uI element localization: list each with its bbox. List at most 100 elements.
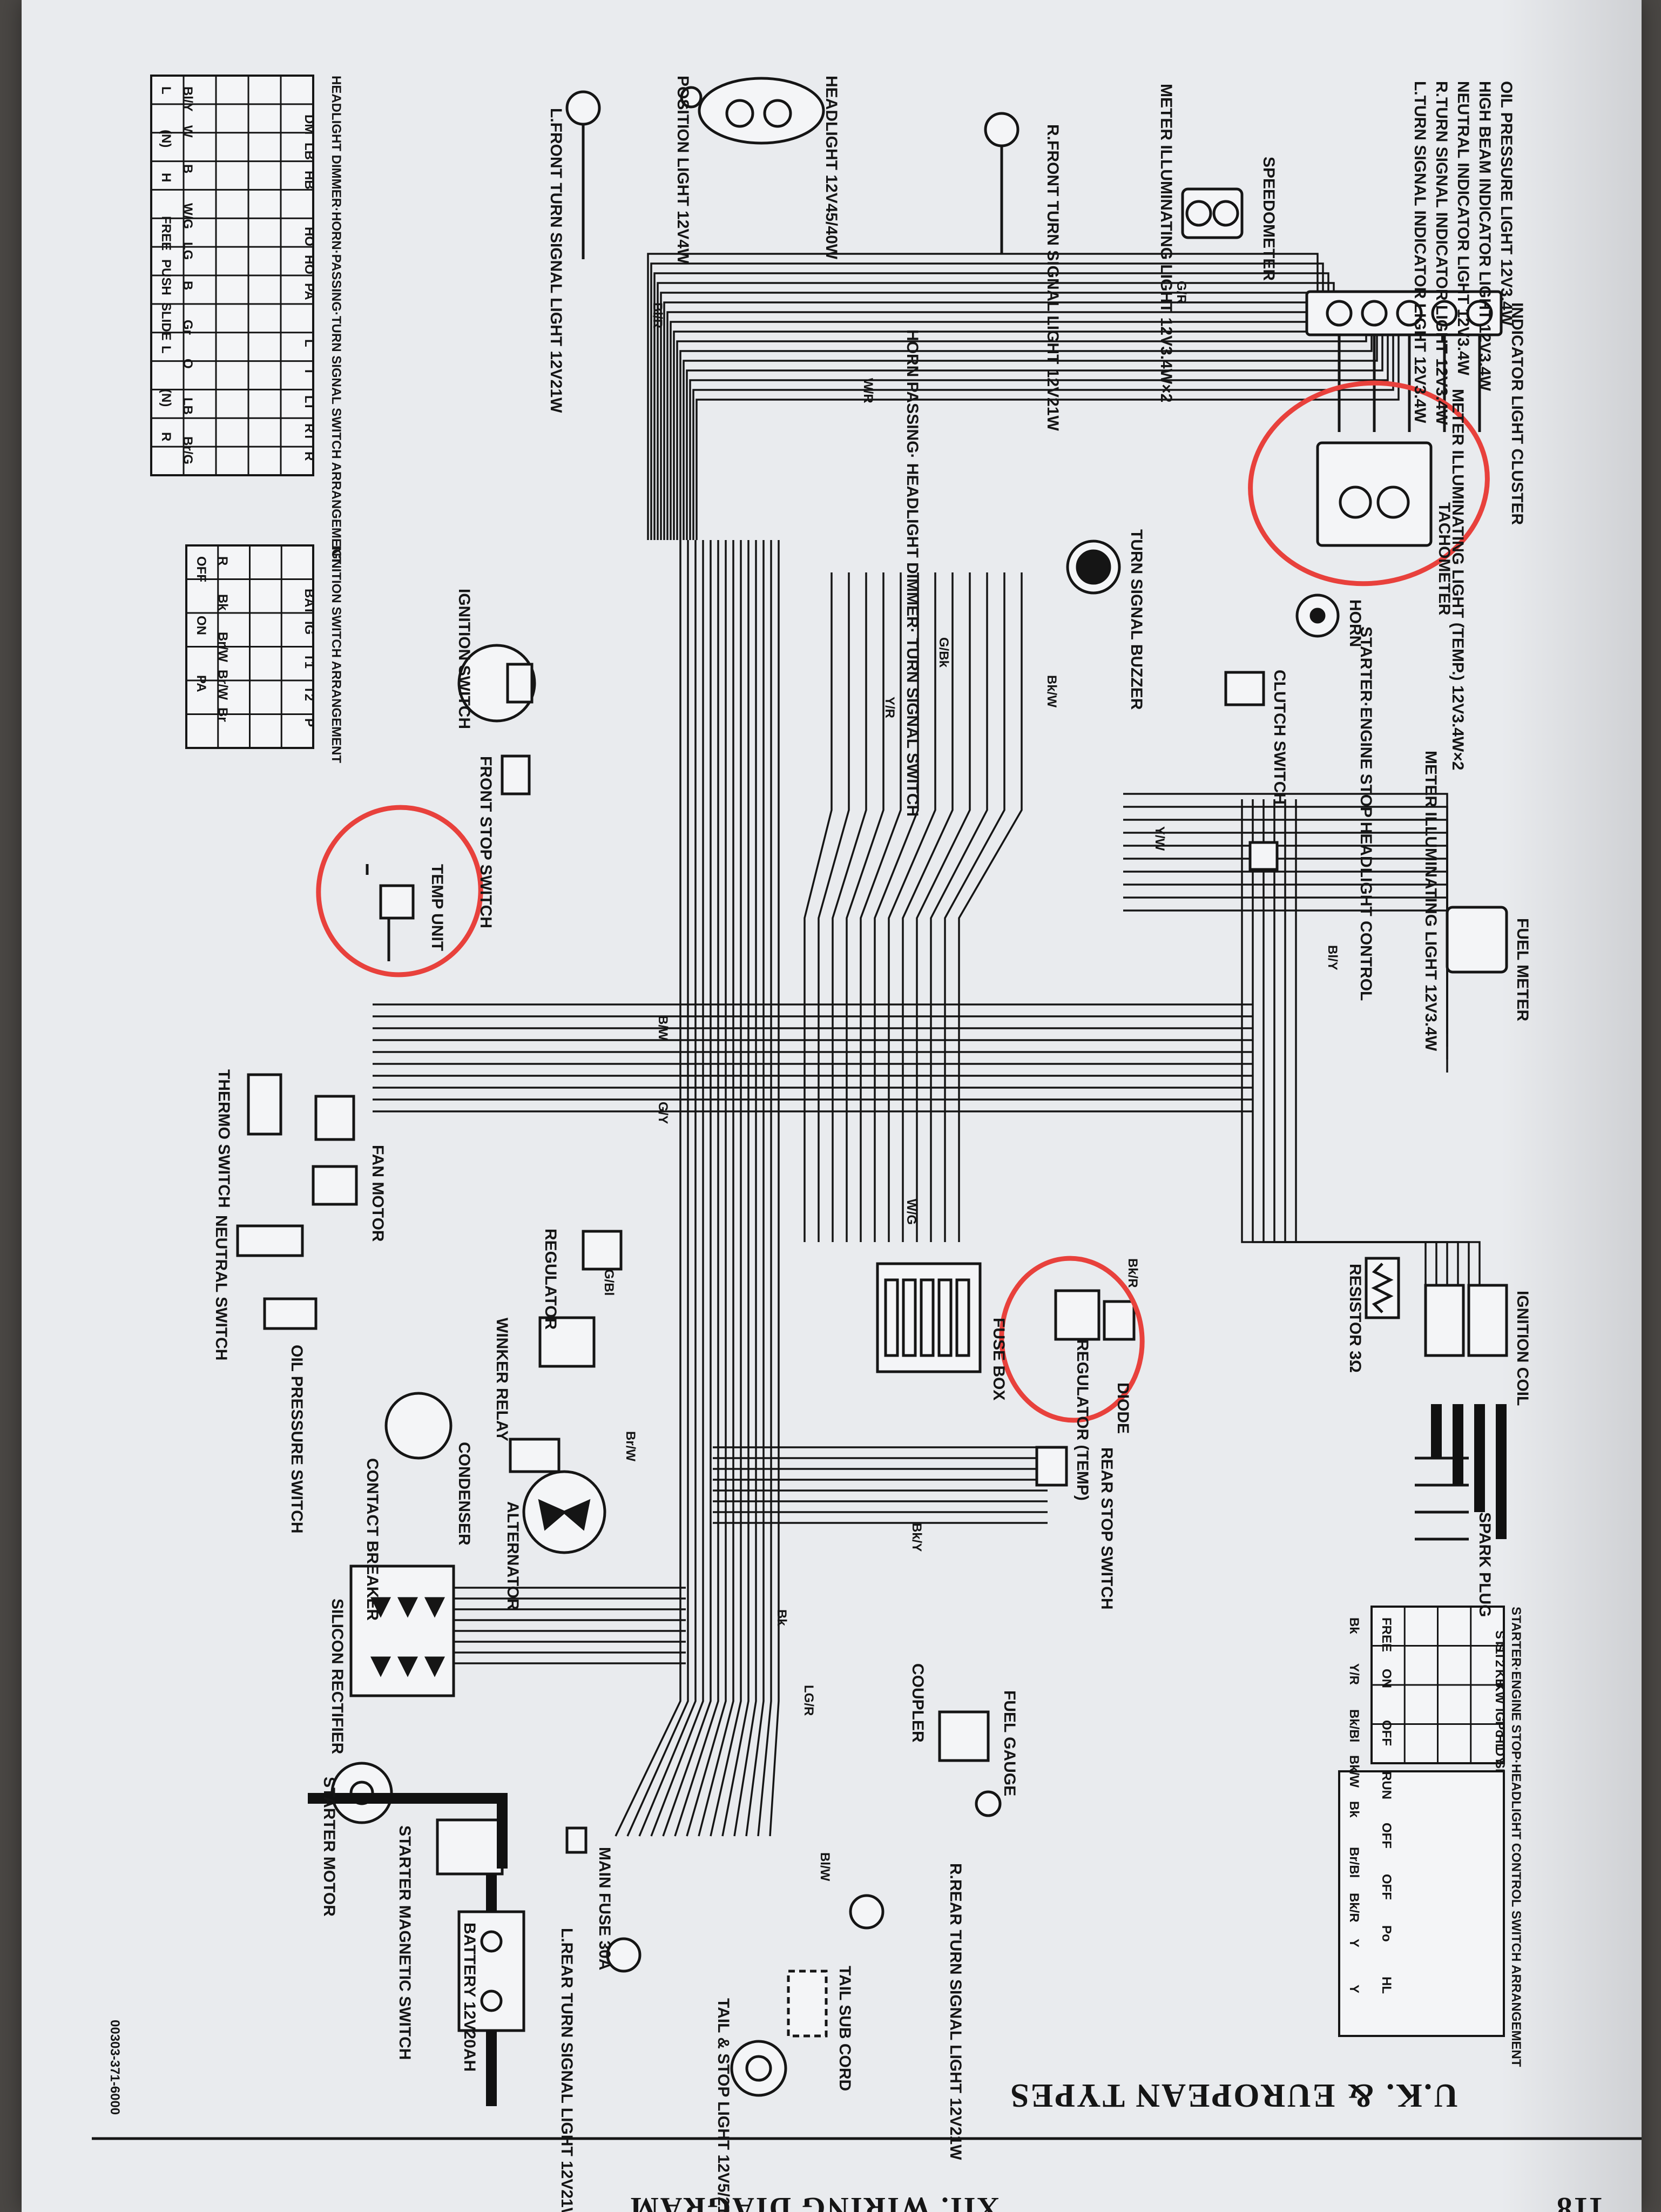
table-cell: (N) <box>159 389 173 407</box>
contact-breaker <box>384 1392 453 1460</box>
label-regulator-temp: REGULATOR (TEMP) <box>1073 1339 1091 1501</box>
wire-color-tag: B/W <box>656 1015 670 1041</box>
horn <box>1295 594 1340 638</box>
label-l-front-turn: L.FRONT TURN SIGNAL LIGHT 12V21W <box>547 108 565 413</box>
label-starter-switch: STARTER·ENGINE STOP HEADLIGHT CONTROL <box>1357 626 1375 1001</box>
label-clutch-switch: CLUTCH SWITCH <box>1271 670 1288 805</box>
label-regulator: REGULATOR <box>542 1229 559 1330</box>
rear-stop-switch <box>1035 1446 1068 1487</box>
table-cell: Bk <box>1347 1617 1361 1634</box>
table-cell: Br <box>215 707 230 722</box>
table-cell: Po <box>1379 1925 1394 1942</box>
thermo-switch <box>247 1073 282 1136</box>
table-cell: OFF <box>194 556 208 582</box>
table-cell: PA <box>302 283 316 300</box>
wire-color-tag: W/G <box>904 1199 919 1225</box>
table-cell: SI <box>1493 1760 1507 1772</box>
label-oil-pressure-light: OIL PRESSURE LIGHT 12V3.4W <box>1497 81 1515 326</box>
table-cell: FREE <box>1379 1617 1394 1652</box>
label-position-light: POSITION LIGHT 12V4W <box>674 76 692 264</box>
label-resistor: RESISTOR 3Ω <box>1346 1264 1364 1373</box>
wire-color-tag: Br/W <box>623 1431 638 1461</box>
label-neutral-indicator: NEUTRAL INDICATOR LIGHT 12V3.4W <box>1454 81 1472 376</box>
table-cell: W <box>180 125 195 138</box>
table-cell: Bk/R <box>1347 1893 1361 1923</box>
label-r-turn-indicator: R.TURN SIGNAL INDICATOR LIGHT 12V3.4W <box>1433 81 1450 425</box>
table-cell: DY <box>1493 1747 1507 1765</box>
regulator <box>582 1230 623 1271</box>
table-cell: Y <box>1347 1939 1361 1947</box>
winker-relay <box>538 1316 596 1368</box>
label-winker-relay: WINKER RELAY <box>493 1318 511 1441</box>
page-number: 118 <box>1555 2191 1604 2212</box>
wire-color-tag: Bk/Y <box>909 1523 924 1552</box>
fan-motor <box>312 1095 358 1206</box>
meter-light-fuel <box>1248 841 1279 871</box>
page-header: U.K. & EUROPEAN TYPES <box>1009 2077 1458 2114</box>
wire-color-tag: W/R <box>861 378 875 403</box>
annotation-circle-regulator <box>999 1256 1145 1423</box>
table-cell: Br/W <box>215 632 230 662</box>
table-cell: L <box>302 339 316 347</box>
table-cell: IG <box>302 621 316 635</box>
label-tail-sub-cord: TAIL SUB CORD <box>836 1966 854 2091</box>
headlight <box>698 77 825 145</box>
label-fuel-gauge: FUEL GAUGE <box>1001 1690 1018 1796</box>
table-cell: Br/G <box>180 436 195 464</box>
table-cell: KB <box>1493 1669 1507 1688</box>
label-turn-buzzer: TURN SIGNAL BUZZER <box>1127 529 1145 710</box>
table-cell: ON <box>194 616 208 635</box>
table-cell: DM <box>302 114 316 134</box>
label-alternator: ALTERNATOR <box>504 1501 522 1610</box>
table-cell: PA <box>194 675 208 692</box>
table-cell: FREE <box>159 216 173 251</box>
table-cell: B <box>180 281 195 290</box>
table-cell: HB <box>302 171 316 190</box>
l-rear-turn-light <box>606 1937 642 1973</box>
section-title: XII. WIRING DIAGRAM <box>629 2191 999 2212</box>
table-cell: KW <box>1493 1682 1507 1704</box>
table-cell: L <box>159 346 173 354</box>
label-neutral-switch: NEUTRAL SWITCH <box>212 1215 230 1360</box>
label-horn: HORN <box>1346 599 1364 647</box>
wire-color-tag: Bk/W <box>1044 675 1059 707</box>
tail-stop-light <box>730 2040 787 2097</box>
table-cell: T1 <box>302 653 316 669</box>
label-l-turn-indicator: L.TURN SIGNAL INDICATOR LIGHT 12V3.4W <box>1411 81 1429 423</box>
table-cell: Gr <box>180 320 195 335</box>
ignition-coil <box>1424 1284 1508 1357</box>
table-cell: RT <box>302 423 316 441</box>
label-starter-motor: STARTER MOTOR <box>320 1777 338 1917</box>
main-fuse <box>565 1826 588 1854</box>
table-cell: Bk <box>215 594 230 611</box>
table-starter-switch: ST1ST2KBKWIGPoHLDYSIFREEONOFFRUNOFFOFFPo… <box>1338 1606 1507 2037</box>
table-cell: HO <box>302 255 316 274</box>
label-main-fuse: MAIN FUSE 30A <box>596 1847 613 1970</box>
wire-color-tag: Y/R <box>882 697 897 718</box>
position-light <box>680 86 703 109</box>
table-cell: O <box>180 359 195 369</box>
wire-color-tag: Bk/R <box>1125 1258 1140 1288</box>
wire-color-tag: G/Y <box>656 1102 670 1124</box>
label-silicon-rectifier: SILICON RECTIFIER <box>328 1599 346 1755</box>
table-cell: Po <box>1493 1721 1507 1738</box>
table-cell: LB <box>302 143 316 160</box>
table-cell: R <box>302 451 316 461</box>
tachometer <box>1316 441 1433 547</box>
label-headlight: HEADLIGHT 12V45/40W <box>822 76 840 260</box>
table-cell: IG <box>1493 1708 1507 1722</box>
table-cell: Bl/Y <box>180 86 195 112</box>
table-cell: Y <box>1347 1985 1361 1993</box>
annotation-circle-tachometer <box>1248 380 1490 586</box>
ignition-switch <box>457 644 536 723</box>
turn-signal-buzzer <box>1066 539 1121 595</box>
clutch-switch <box>1224 671 1265 706</box>
annotation-circle-temp-unit <box>316 805 483 977</box>
footer-code: 00303-371-6000 <box>107 2020 122 2115</box>
label-oil-pressure-switch: OIL PRESSURE SWITCH <box>288 1345 306 1533</box>
table-cell: Bk <box>1347 1801 1361 1818</box>
table-cell: T2 <box>302 686 316 701</box>
table-cell: L <box>159 86 173 95</box>
label-battery: BATTERY 12V20AH <box>461 1923 478 2072</box>
table-cell: T <box>302 367 316 375</box>
